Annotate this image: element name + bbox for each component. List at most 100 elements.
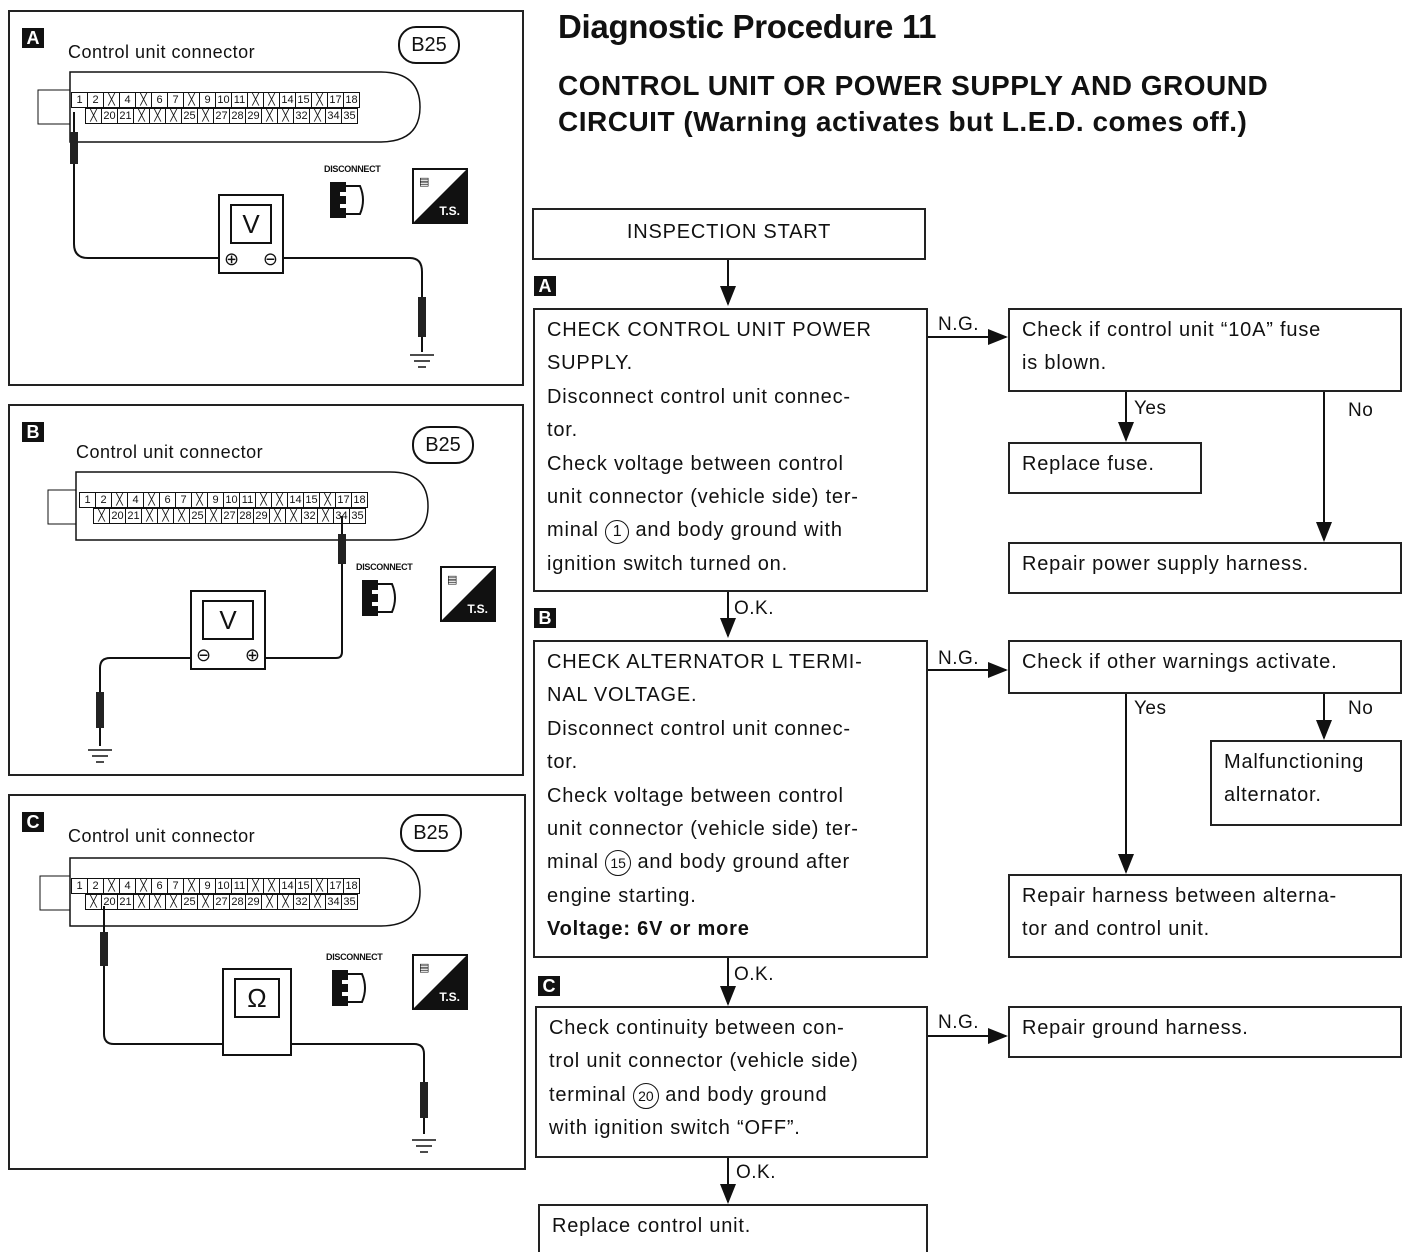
step-c-ok-label: O.K.	[736, 1162, 777, 1183]
repair-power-supply-box: Repair power supply harness.	[1008, 542, 1402, 594]
terminal-cell: 18	[343, 878, 360, 894]
positive-terminal: ⊕	[244, 645, 260, 665]
negative-terminal: ⊖	[196, 645, 212, 665]
step-line: engine starting.	[547, 884, 697, 907]
negative-terminal: ⊖	[262, 249, 278, 269]
subtitle-line: CONTROL UNIT OR POWER SUPPLY AND GROUND	[558, 70, 1269, 101]
terminal-cell: 35	[341, 108, 358, 124]
step-spec-line: Voltage: 6V or more	[547, 918, 750, 941]
step-b-ok-label: O.K.	[734, 964, 775, 985]
disconnect-icon	[326, 178, 368, 222]
meter-face: V	[230, 204, 272, 244]
step-a-ok-label: O.K.	[734, 598, 775, 619]
no-label: No	[1348, 400, 1374, 421]
voltmeter: V ⊕ ⊖	[218, 194, 284, 274]
step-line-text: minal	[547, 519, 606, 542]
replace-fuse-box: Replace fuse.	[1008, 442, 1202, 494]
box-line: Repair harness between alterna-	[1022, 885, 1337, 907]
tester-icon: ▤ T.S.	[412, 168, 468, 224]
step-a-box: CHECK CONTROL UNIT POWER SUPPLY. Disconn…	[533, 308, 928, 592]
disconnect-label: DISCONNECT	[326, 952, 383, 962]
panel-tag: C	[22, 812, 44, 832]
yes-label: Yes	[1134, 398, 1167, 419]
terminal-number: 1	[605, 520, 630, 545]
page-title: Diagnostic Procedure 11	[558, 8, 937, 45]
step-c-box: Check continuity between con- trol unit …	[535, 1006, 928, 1158]
ts-label: T.S.	[439, 204, 460, 218]
meter-face: V	[202, 600, 254, 640]
connector-id-badge: B25	[398, 26, 460, 64]
step-line-text: terminal	[549, 1083, 633, 1106]
box-line: Check if other warnings activate.	[1022, 651, 1338, 673]
step-c-ng-label: N.G.	[938, 1012, 980, 1033]
terminal-cell: 35	[349, 508, 366, 524]
box-line: alternator.	[1224, 784, 1322, 807]
malfunctioning-alternator-box: Malfunctioning alternator.	[1210, 740, 1402, 826]
ohmmeter: Ω	[222, 968, 292, 1056]
repair-ground-box: Repair ground harness.	[1008, 1006, 1402, 1058]
step-line-text: minal	[547, 851, 606, 874]
panel-title: Control unit connector	[68, 826, 256, 846]
disconnect-icon	[328, 966, 370, 1010]
step-line: Check voltage between control	[547, 784, 844, 807]
step-line: CHECK ALTERNATOR L TERMI-	[547, 651, 863, 673]
repair-harness-box: Repair harness between alterna- tor and …	[1008, 874, 1402, 958]
step-line: with ignition switch “OFF”.	[549, 1117, 801, 1140]
box-line: Replace control unit.	[552, 1215, 752, 1237]
check-fuse-box: Check if control unit “10A” fuse is blow…	[1008, 308, 1402, 392]
step-line: minal 1 and body ground with	[547, 514, 926, 547]
terminal-cell: 18	[343, 92, 360, 108]
step-line-text: and body ground	[658, 1083, 828, 1106]
box-line: Malfunctioning	[1224, 751, 1365, 773]
panel-tag: A	[22, 28, 44, 48]
step-line: Disconnect control unit connec-	[547, 385, 851, 408]
disconnect-label: DISCONNECT	[356, 562, 413, 572]
box-line: Check if control unit “10A” fuse	[1022, 319, 1322, 341]
ts-label: T.S.	[439, 990, 460, 1004]
page-subtitle: CONTROL UNIT OR POWER SUPPLY AND GROUND …	[558, 68, 1268, 140]
step-line: Check continuity between con-	[549, 1017, 845, 1039]
disconnect-label: DISCONNECT	[324, 164, 381, 174]
box-line: Replace fuse.	[1022, 453, 1155, 475]
box-line: Repair power supply harness.	[1022, 553, 1309, 575]
box-line: is blown.	[1022, 352, 1108, 375]
tester-icon: ▤ T.S.	[440, 566, 496, 622]
box-line: tor and control unit.	[1022, 918, 1211, 941]
step-line: CHECK CONTROL UNIT POWER	[547, 319, 872, 341]
step-c-tag: C	[538, 976, 560, 996]
step-b-tag: B	[534, 608, 556, 628]
replace-control-unit-box: Replace control unit.	[538, 1204, 928, 1252]
terminal-cell: 18	[351, 492, 368, 508]
step-line: terminal 20 and body ground	[549, 1079, 926, 1112]
inspection-start-label: INSPECTION START	[626, 221, 832, 243]
connector-id-badge: B25	[400, 814, 462, 852]
step-line: tor.	[547, 419, 578, 442]
step-line: Check voltage between control	[547, 452, 844, 475]
step-line: unit connector (vehicle side) ter-	[547, 818, 859, 841]
panel-title: Control unit connector	[76, 442, 264, 462]
step-line: NAL VOLTAGE.	[547, 684, 698, 707]
step-line: trol unit connector (vehicle side)	[549, 1050, 859, 1073]
step-line-text: and body ground after	[631, 851, 851, 874]
subtitle-line: CIRCUIT (Warning activates but L.E.D. co…	[558, 106, 1248, 137]
step-b-ng-label: N.G.	[938, 648, 980, 669]
panel-tag: B	[22, 422, 44, 442]
step-line-text: and body ground with	[629, 519, 843, 542]
step-line: Disconnect control unit connec-	[547, 717, 851, 740]
step-a-tag: A	[534, 276, 556, 296]
positive-terminal: ⊕	[224, 249, 240, 269]
yes-label: Yes	[1134, 698, 1167, 719]
step-line: ignition switch turned on.	[547, 552, 788, 575]
step-line: minal 15 and body ground after	[547, 846, 926, 879]
